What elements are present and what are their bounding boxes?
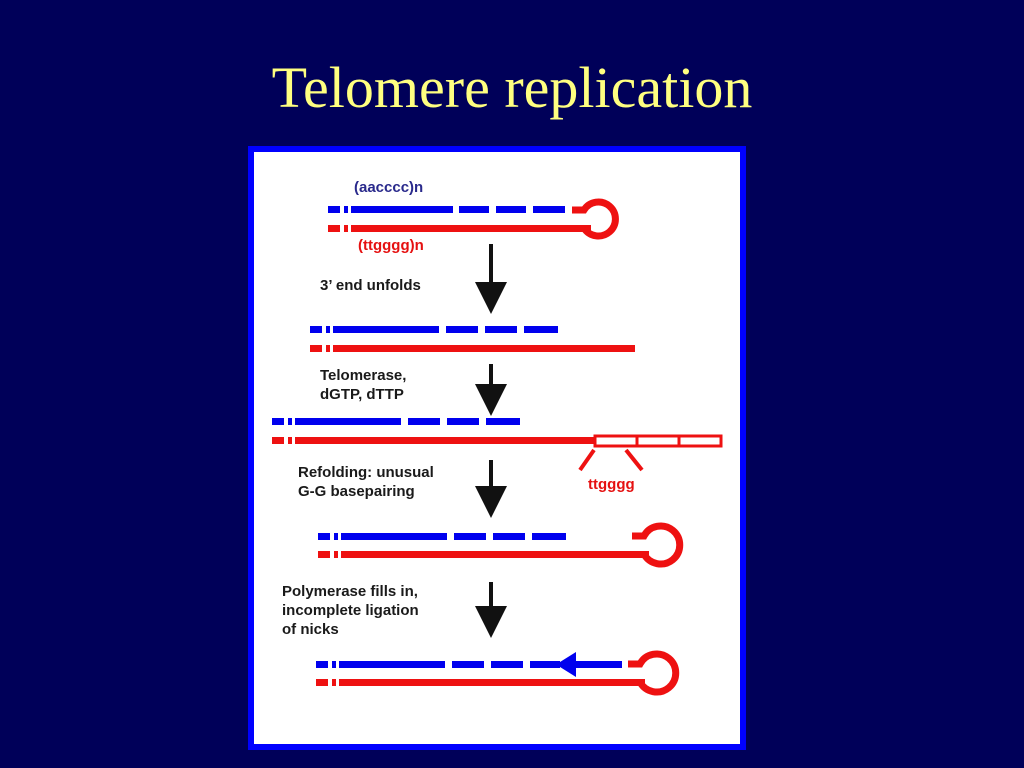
top-repeat-label: (aacccc)n xyxy=(354,179,423,196)
slide-title: Telomere replication xyxy=(271,55,753,120)
telomerase-label-line1: Telomerase, xyxy=(320,367,406,384)
telomere-diagram: (aacccc)n (ttgggg)n 3’ end unfolds xyxy=(272,179,723,696)
telomerase-label-line2: dGTP, dTTP xyxy=(320,386,404,403)
stage2-bottom-strand xyxy=(310,345,635,352)
stage4-loop xyxy=(632,522,684,568)
refold-label-line2: G-G basepairing xyxy=(298,483,415,500)
stage4-top-strand xyxy=(318,533,566,540)
stage2-top-strand xyxy=(310,326,558,333)
polymerase-label-line2: incomplete ligation xyxy=(282,602,419,619)
polymerase-label-line3: of nicks xyxy=(282,621,339,638)
telomerase-extension xyxy=(578,434,723,472)
stage5-bottom-strand xyxy=(316,679,645,686)
stage4-bottom-strand xyxy=(318,551,649,558)
stage1-bottom-strand xyxy=(328,225,591,232)
stage5-top-strand xyxy=(316,652,622,677)
unfold-label: 3’ end unfolds xyxy=(320,277,421,294)
refold-label-line1: Refolding: unusual xyxy=(298,464,434,481)
stage5-loop xyxy=(628,650,680,696)
stage1-top-strand xyxy=(328,206,565,213)
new-repeat-label: ttgggg xyxy=(588,476,635,493)
figure-frame: (aacccc)n (ttgggg)n 3’ end unfolds xyxy=(248,146,746,750)
stage3-top-strand xyxy=(272,418,520,425)
polymerase-label-line1: Polymerase fills in, xyxy=(282,583,418,600)
figure-panel: (aacccc)n (ttgggg)n 3’ end unfolds xyxy=(254,152,740,744)
bottom-repeat-label: (ttgggg)n xyxy=(358,237,424,254)
stage1-loop xyxy=(572,198,619,240)
stage3-bottom-strand xyxy=(272,437,595,444)
